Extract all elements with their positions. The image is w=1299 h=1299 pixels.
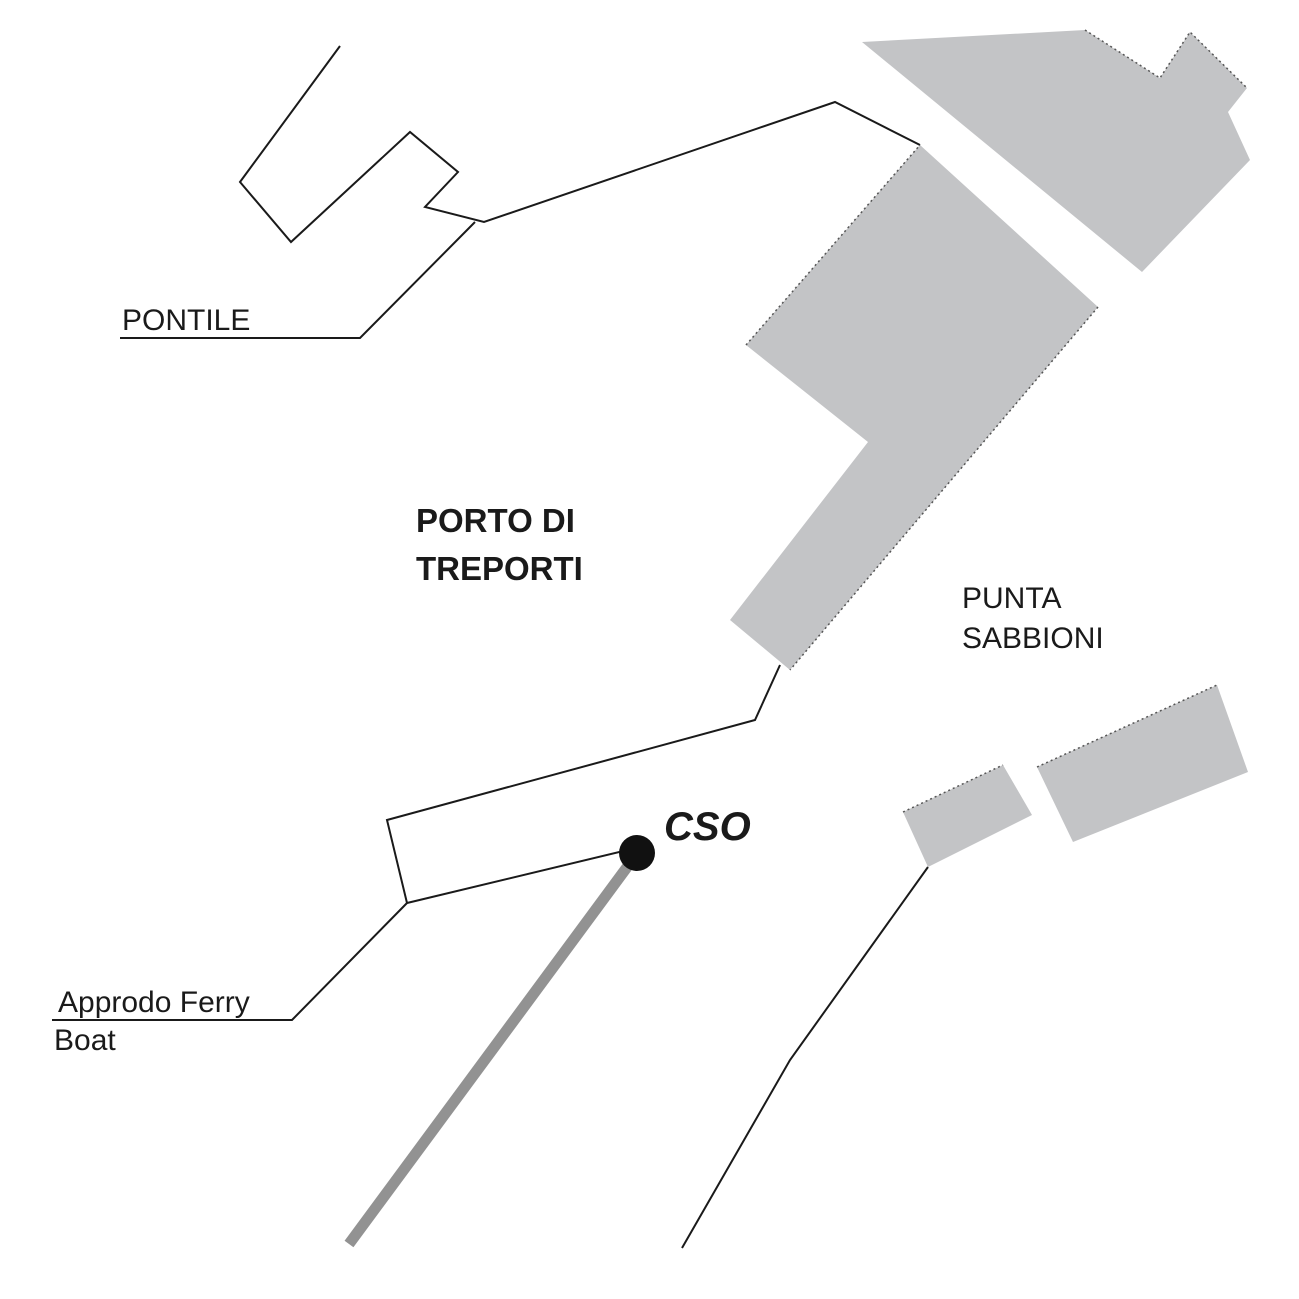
punta-label-line1: PUNTA — [962, 582, 1061, 615]
ferry-leader-line — [52, 902, 408, 1021]
building-northeast — [862, 30, 1250, 272]
punta-sabbioni-shoreline — [681, 866, 929, 1249]
pontile-pier-outline — [238, 45, 921, 244]
shorelines — [52, 45, 929, 1249]
pontile-leader-line — [120, 221, 476, 339]
building-small-southeast — [903, 765, 1032, 867]
building-central — [730, 145, 1098, 670]
ferry-label-line1: Approdo Ferry — [58, 986, 250, 1019]
outfall-pipeline — [344, 851, 641, 1248]
building-large-southeast — [1037, 685, 1248, 842]
building-central-edge-east — [789, 306, 1099, 671]
ferry-label-line2: Boat — [54, 1024, 116, 1057]
cso-marker — [619, 835, 655, 871]
punta-label-line2: SABBIONI — [962, 622, 1104, 655]
pontile-label: PONTILE — [122, 304, 250, 337]
porto-label-line1: PORTO DI — [416, 502, 575, 539]
cso-label: CSO — [664, 805, 751, 849]
building-central-edge — [745, 144, 921, 346]
building-small-southeast-edge — [902, 764, 1004, 813]
porto-label-line2: TREPORTI — [416, 550, 583, 587]
port-shoreline — [385, 664, 781, 905]
building-northeast-edge — [1084, 29, 1248, 89]
buildings — [730, 29, 1250, 867]
